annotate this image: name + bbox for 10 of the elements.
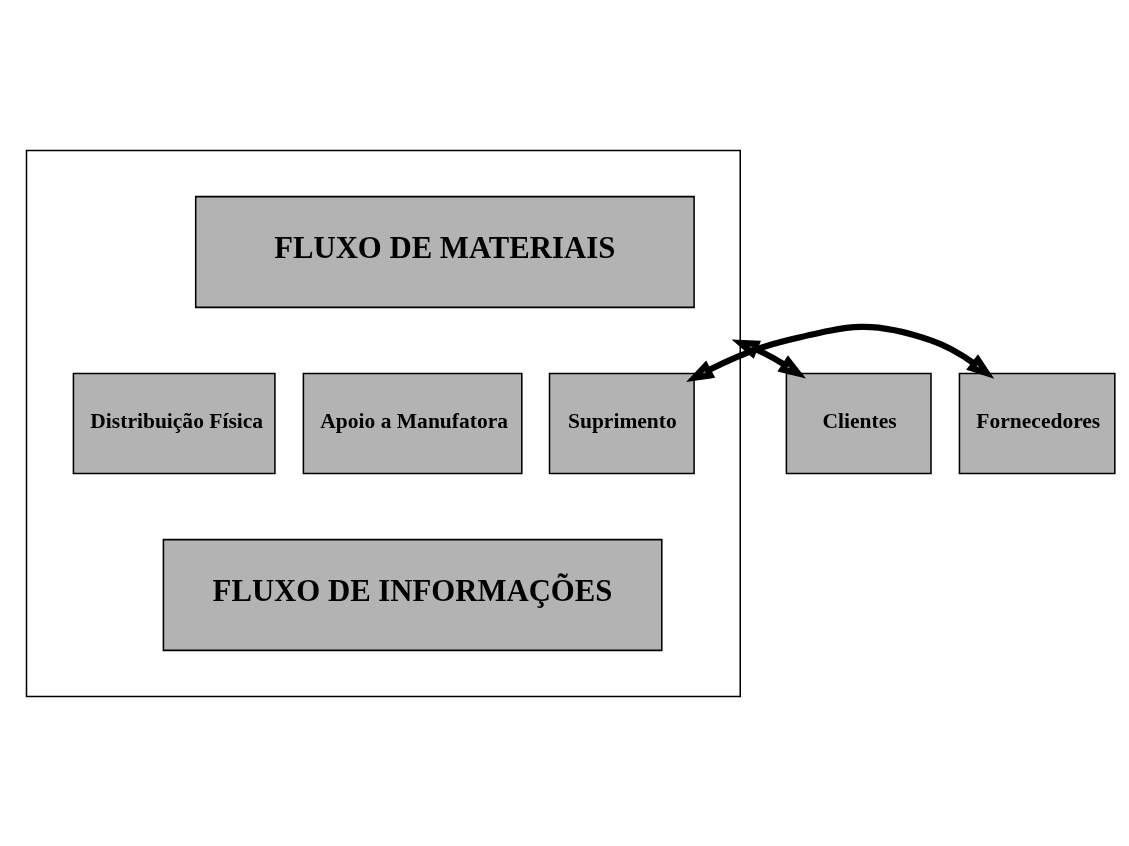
node-box: Apoio a Manufatora: [302, 372, 523, 474]
node-box: Suprimento: [548, 372, 695, 474]
cluster: [25, 149, 741, 697]
node-box: FLUXO DE MATERIAIS: [194, 195, 695, 308]
node-box: Clientes: [785, 372, 932, 474]
arrow: [731, 338, 806, 378]
node-box: Distribuição Física: [72, 372, 276, 474]
node-box: FLUXO DE INFORMAÇÕES: [162, 538, 663, 651]
node-box: Fornecedores: [958, 372, 1116, 474]
arrow: [686, 323, 995, 382]
